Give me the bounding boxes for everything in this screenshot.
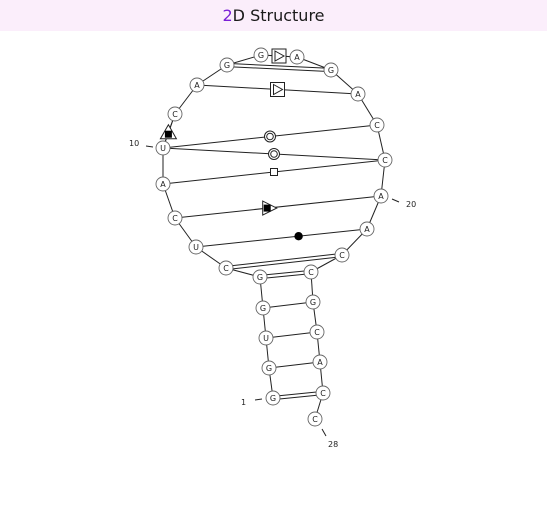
basepair-line bbox=[260, 273, 312, 280]
nucleotides: G G U G G C U C A U C A G G A G A C C A A C C G C A C C bbox=[155, 47, 393, 427]
number-label: 20 bbox=[406, 200, 416, 209]
nucleotide-letter: C bbox=[314, 328, 320, 337]
tertiary-line bbox=[227, 62, 332, 69]
nucleotide-letter: U bbox=[160, 144, 166, 153]
nucleotide[interactable]: C bbox=[303, 264, 319, 280]
nucleotide-letter: C bbox=[339, 251, 345, 260]
tertiary-line bbox=[174, 195, 382, 219]
nucleotide-letter: C bbox=[308, 268, 314, 277]
basepair-line bbox=[265, 331, 318, 339]
nucleotide[interactable]: A bbox=[350, 86, 366, 102]
tertiary-line bbox=[226, 66, 331, 73]
filled-circle-icon bbox=[294, 232, 303, 241]
nucleotide[interactable]: G bbox=[253, 47, 269, 63]
basepair-lines bbox=[162, 54, 386, 401]
nucleotide[interactable]: A bbox=[189, 77, 205, 93]
nucleotide-letter: U bbox=[193, 243, 199, 252]
nucleotide-letter: C bbox=[374, 121, 380, 130]
open-square-triangle-icon bbox=[271, 48, 287, 64]
nucleotide[interactable]: C bbox=[167, 106, 183, 122]
number-tick bbox=[391, 198, 400, 203]
nucleotide[interactable]: C bbox=[377, 152, 393, 168]
numbering-labels: 1 10 20 28 bbox=[129, 139, 416, 449]
nucleotide[interactable]: G bbox=[252, 269, 268, 285]
nucleotide-letter: A bbox=[294, 53, 300, 62]
nucleotide-letter: A bbox=[194, 81, 200, 90]
nucleotide-letter: A bbox=[160, 180, 166, 189]
nucleotide[interactable]: C bbox=[315, 385, 331, 401]
nucleotide[interactable]: G bbox=[255, 300, 271, 316]
nucleotide-letter: C bbox=[382, 156, 388, 165]
nucleotide-letter: A bbox=[355, 90, 361, 99]
basepair-line bbox=[272, 390, 323, 397]
nucleotide[interactable]: A bbox=[155, 176, 171, 192]
nucleotide[interactable]: C bbox=[307, 411, 323, 427]
double-circle-icon bbox=[264, 130, 276, 143]
number-tick bbox=[254, 398, 263, 401]
basepair-line bbox=[259, 269, 311, 276]
nucleotide-letter: A bbox=[378, 192, 384, 201]
nucleotide-letter: G bbox=[270, 394, 276, 403]
nucleotide[interactable]: A bbox=[373, 188, 389, 204]
filled-square-triangle-vertical-icon bbox=[159, 123, 178, 140]
tertiary-line bbox=[195, 228, 368, 248]
nucleotide-letter: U bbox=[263, 334, 269, 343]
nucleotide-letter: C bbox=[320, 389, 326, 398]
number-label: 28 bbox=[328, 440, 338, 449]
nucleotide-letter: G bbox=[224, 61, 230, 70]
basepair-line bbox=[268, 361, 321, 369]
number-tick bbox=[145, 145, 154, 148]
nucleotide[interactable]: C bbox=[334, 247, 350, 263]
nucleotide[interactable]: A bbox=[312, 354, 328, 370]
nucleotide-letter: A bbox=[364, 225, 370, 234]
number-label: 10 bbox=[129, 139, 139, 148]
basepair-line bbox=[273, 394, 324, 401]
nucleotide-letter: G bbox=[260, 304, 266, 313]
nucleotide-letter: C bbox=[223, 264, 229, 273]
nucleotide-letter: A bbox=[317, 358, 323, 367]
nucleotide[interactable]: U bbox=[188, 239, 204, 255]
nucleotide[interactable]: G bbox=[305, 294, 321, 310]
double-circle-icon bbox=[268, 148, 280, 160]
nucleotide[interactable]: C bbox=[369, 117, 385, 133]
nucleotide-letter: C bbox=[172, 214, 178, 223]
nucleotide[interactable]: C bbox=[167, 210, 183, 226]
title-accent: 2 bbox=[222, 6, 233, 25]
nucleotide[interactable]: G bbox=[219, 57, 235, 73]
nucleotide-letter: G bbox=[257, 273, 263, 282]
number-label: 1 bbox=[241, 398, 246, 407]
nucleotide[interactable]: A bbox=[359, 221, 375, 237]
nucleotide-letter: G bbox=[328, 66, 334, 75]
basepair-line bbox=[226, 256, 343, 271]
filled-square-triangle-icon bbox=[262, 200, 278, 216]
nucleotide[interactable]: C bbox=[309, 324, 325, 340]
basepair-line bbox=[225, 252, 342, 267]
number-tick bbox=[321, 428, 327, 437]
nucleotide[interactable]: A bbox=[289, 49, 305, 65]
nucleotide-letter: G bbox=[266, 364, 272, 373]
nucleotide[interactable]: G bbox=[265, 390, 281, 406]
nucleotide[interactable]: U bbox=[258, 330, 274, 346]
interaction-symbols bbox=[159, 48, 303, 241]
nucleotide-letter: G bbox=[310, 298, 316, 307]
open-square-triangle-icon bbox=[270, 82, 285, 97]
nucleotide-letter: G bbox=[258, 51, 264, 60]
nucleotide[interactable]: U bbox=[155, 140, 171, 156]
nucleotide-letter: C bbox=[172, 110, 178, 119]
nucleotide[interactable]: G bbox=[261, 360, 277, 376]
open-square-icon bbox=[270, 168, 278, 176]
nucleotide[interactable]: G bbox=[323, 62, 339, 78]
basepair-line bbox=[262, 301, 314, 309]
nucleotide-letter: C bbox=[312, 415, 318, 424]
nucleotide[interactable]: C bbox=[218, 260, 234, 276]
title-rest: D Structure bbox=[232, 6, 325, 25]
